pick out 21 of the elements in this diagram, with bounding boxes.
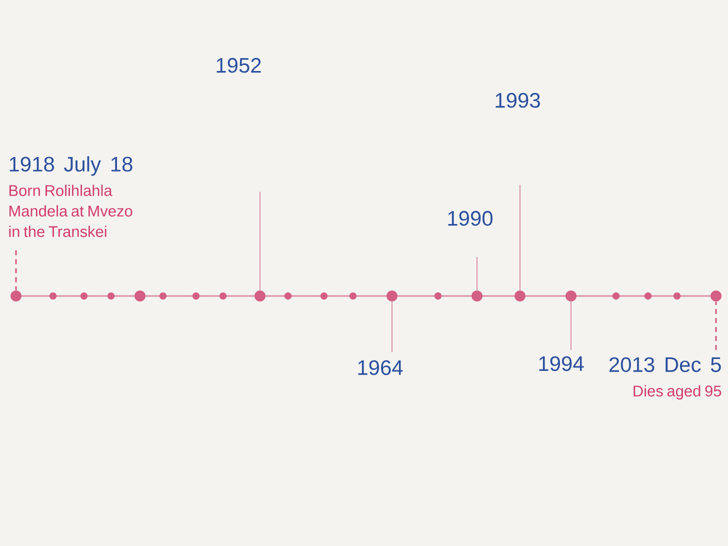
timeline-dot xyxy=(514,290,526,302)
date-label: 1990 xyxy=(448,210,493,226)
date-label: 1993 xyxy=(496,92,540,108)
leader-line xyxy=(476,256,478,291)
leader-line xyxy=(15,250,17,290)
timeline-dot xyxy=(710,290,722,302)
timeline-dot xyxy=(386,290,398,302)
leader-line xyxy=(570,301,572,350)
date-label: 1964 xyxy=(358,360,403,376)
date-label: 1994 xyxy=(539,356,584,372)
timeline-dot xyxy=(472,290,482,302)
date-label: 1918 July 18 xyxy=(10,156,132,176)
date-label: 1952 xyxy=(216,58,261,73)
leader-line xyxy=(715,302,717,350)
timeline-dot xyxy=(134,290,146,302)
date-label: 2013 Dec 5 xyxy=(609,357,721,372)
event-description: Dies aged 95 xyxy=(634,385,722,400)
timeline-dot xyxy=(10,290,22,302)
event-description: Born Rolihlahla Mandela at Mvezo in the Transkei xyxy=(9,184,132,238)
timeline-dot xyxy=(566,290,576,302)
timeline-dot xyxy=(254,290,266,302)
